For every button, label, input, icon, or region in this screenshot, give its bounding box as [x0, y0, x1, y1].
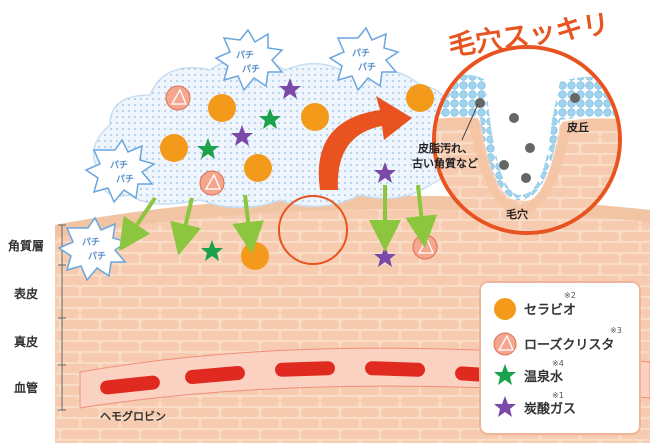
pachi-text: パチ: [236, 49, 254, 61]
pachi-text: パチ: [88, 250, 106, 262]
zoom-arrow: [318, 96, 412, 190]
dirt-label-line2: 古い角質など: [412, 156, 478, 170]
legend-note-2: ※3: [610, 326, 622, 335]
dirt-particles: [475, 93, 580, 183]
layer-label-kekkan: 血管: [14, 380, 38, 395]
legend-label-4: 炭酸ガス: [524, 401, 576, 417]
pachi-text: パチ: [358, 61, 376, 73]
pachi-burst-1: パチ パチ: [214, 28, 284, 92]
layer-label-shinpi: 真皮: [14, 334, 38, 349]
dirt-label-line1: 皮脂汚れ、: [417, 141, 473, 155]
pachi-burst-4: パチ パチ: [57, 216, 129, 282]
purple-star-particles: [231, 78, 396, 267]
pachi-text: パチ: [116, 173, 134, 185]
legend-box: ※2 セラビオ ※3 ローズクリスタ ※4 温泉水 ※1 炭酸ガス: [479, 281, 641, 435]
hikyu-label: 皮丘: [566, 120, 589, 134]
layer-label-kakushitsu: 角質層: [8, 238, 44, 253]
legend-note-3: ※4: [552, 359, 564, 368]
legend-label-1: セラビオ: [524, 302, 576, 318]
legend-label-2: ローズクリスタ: [524, 337, 614, 353]
hemoglobin-label: ヘモグロビン: [100, 409, 166, 423]
pachi-burst-2: パチ パチ: [328, 26, 400, 92]
pachi-text: パチ: [110, 159, 128, 171]
zoom-view: [432, 45, 622, 235]
orange-circle-icon: [494, 298, 516, 320]
layer-label-hyohi: 表皮: [13, 286, 38, 301]
green-star-icon: [494, 364, 516, 385]
purple-star-icon: [494, 396, 516, 417]
pachi-text: パチ: [242, 63, 260, 75]
legend-label-3: 温泉水: [524, 369, 564, 385]
pore-highlight-circle: [278, 195, 348, 265]
rose-crystal-icon: [493, 332, 517, 356]
layer-bracket: [58, 224, 66, 411]
pachi-burst-3: パチ パチ: [84, 138, 156, 204]
penetration-arrows: [119, 184, 438, 256]
pachi-text: パチ: [352, 47, 370, 59]
green-star-particles: [197, 108, 281, 261]
keana-label: 毛穴: [506, 207, 528, 221]
pachi-text: パチ: [82, 236, 100, 248]
legend-note-1: ※2: [564, 291, 576, 300]
legend-note-4: ※1: [552, 391, 564, 400]
hemoglobin-cells: [100, 361, 515, 395]
